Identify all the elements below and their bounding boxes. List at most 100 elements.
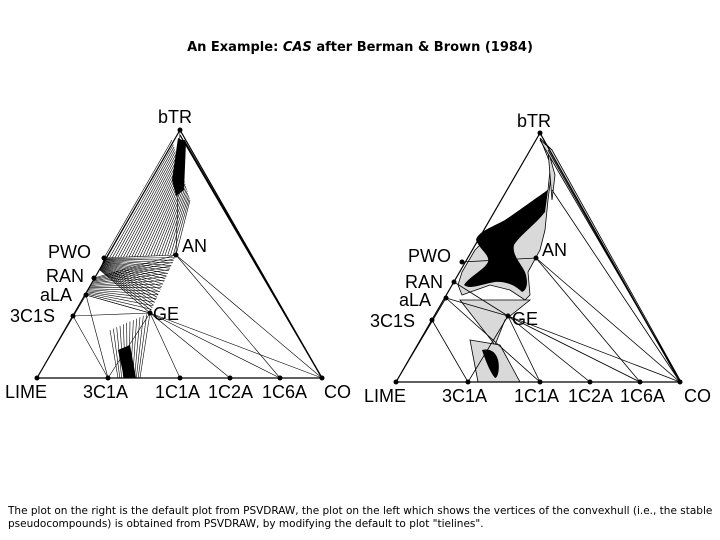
left-tieline (85, 294, 151, 314)
left-point-1c2a (227, 375, 233, 381)
left-point-ran (91, 275, 97, 281)
left-tieline (114, 149, 176, 258)
left-outline (36, 129, 323, 379)
left-tieline (139, 312, 151, 379)
left-tieline (156, 183, 186, 256)
left-tieline (72, 312, 151, 317)
left-tieline (92, 261, 173, 281)
left-point-btr (177, 127, 183, 133)
right-point-3c1a (465, 379, 471, 385)
right-tieline (445, 297, 509, 317)
left-tieline (134, 317, 141, 379)
left-point-co (319, 375, 325, 381)
right-tieline (551, 189, 681, 383)
left-tieline (134, 165, 180, 257)
right-point-co (677, 379, 683, 385)
title-rest: after Berman & Brown (1984) (316, 40, 533, 55)
left-left-edge (36, 129, 181, 379)
left-tieline (93, 258, 175, 280)
left-tieline (103, 139, 173, 259)
right-tieline (453, 281, 509, 317)
left-vertex-points (34, 127, 325, 381)
left-tieline (86, 292, 154, 307)
right-tieline (535, 257, 641, 383)
right-label-lime: LIME (364, 386, 406, 406)
left-tieline (175, 254, 281, 379)
right-point-an (533, 255, 539, 261)
left-label-ran: RAN (46, 266, 84, 286)
right-tieline (535, 257, 681, 383)
left-tieline (102, 263, 165, 282)
left-labels: bTR AN PWO RAN aLA 3C1S GE LIME 3C1A 1C1… (5, 107, 351, 402)
left-tieline-plot: bTR AN PWO RAN aLA 3C1S GE LIME 3C1A 1C1… (5, 107, 351, 402)
slide-title: An Example: CAS after Berman & Brown (19… (0, 40, 720, 55)
right-label-1c6a: 1C6A (620, 386, 665, 406)
left-tieline (149, 312, 281, 379)
right-point-pwo (459, 259, 465, 265)
right-point-lime (393, 379, 399, 385)
left-tieline (90, 276, 167, 285)
left-label-ala: aLA (40, 285, 72, 305)
left-point-1c6a (277, 375, 283, 381)
right-label-pwo: PWO (408, 246, 451, 266)
left-label-an: AN (182, 236, 207, 256)
left-tieline (149, 312, 231, 379)
right-tieline (507, 315, 641, 383)
left-tieline (164, 190, 188, 256)
right-tieline (507, 315, 541, 383)
right-gray-field-middle (459, 299, 532, 346)
left-tieline (159, 186, 187, 256)
right-tieline (461, 257, 537, 263)
left-tieline (72, 315, 109, 379)
left-tieline (103, 254, 177, 259)
left-tieline (125, 158, 178, 258)
left-point-an (173, 252, 179, 258)
left-tieline (153, 181, 185, 257)
right-tieline (547, 149, 681, 383)
left-tieline (90, 280, 165, 286)
left-label-1c6a: 1C6A (262, 382, 307, 402)
left-point-ala (83, 292, 89, 298)
right-tieline (431, 319, 469, 383)
right-label-an: AN (542, 240, 567, 260)
right-point-1c2a (587, 379, 593, 385)
left-tieline (123, 156, 178, 258)
right-label-ran: RAN (405, 272, 443, 292)
left-tieline (128, 160, 179, 258)
left-point-pwo (101, 255, 107, 261)
left-tieline (89, 283, 164, 287)
left-tieline (99, 269, 151, 314)
left-tieline (88, 289, 159, 296)
left-tieline (100, 266, 158, 298)
left-label-1c1a: 1C1A (155, 382, 200, 402)
right-point-ge (505, 313, 511, 319)
right-tieline (507, 315, 681, 383)
left-point-ge (147, 310, 153, 316)
right-point-btr (537, 130, 543, 136)
left-tieline (103, 259, 173, 264)
left-tieline (113, 328, 121, 379)
left-tieline (87, 291, 155, 303)
right-point-1c1a (537, 379, 543, 385)
left-tieline (103, 260, 171, 269)
right-point-1c6a (637, 379, 643, 385)
left-tieline (86, 293, 152, 310)
left-tieline (101, 264, 161, 290)
left-tieline (103, 257, 175, 259)
right-gray-field-top-sliver (547, 149, 556, 201)
left-tieline (137, 314, 147, 379)
left-tieline (149, 312, 181, 379)
left-label-3c1a: 3C1A (83, 382, 128, 402)
left-point-3c1a (105, 375, 111, 381)
left-tieline (93, 254, 177, 279)
right-tielines (395, 132, 681, 383)
left-label-ge: GE (153, 304, 179, 324)
right-black-field-main (464, 190, 548, 292)
right-labels: bTR AN PWO RAN aLA 3C1S GE LIME 3C1A 1C1… (364, 111, 711, 406)
left-tieline (167, 192, 189, 256)
right-tieline (507, 315, 591, 383)
left-label-lime: LIME (5, 382, 47, 402)
left-tieline (103, 259, 172, 266)
right-left-edge (395, 132, 541, 383)
